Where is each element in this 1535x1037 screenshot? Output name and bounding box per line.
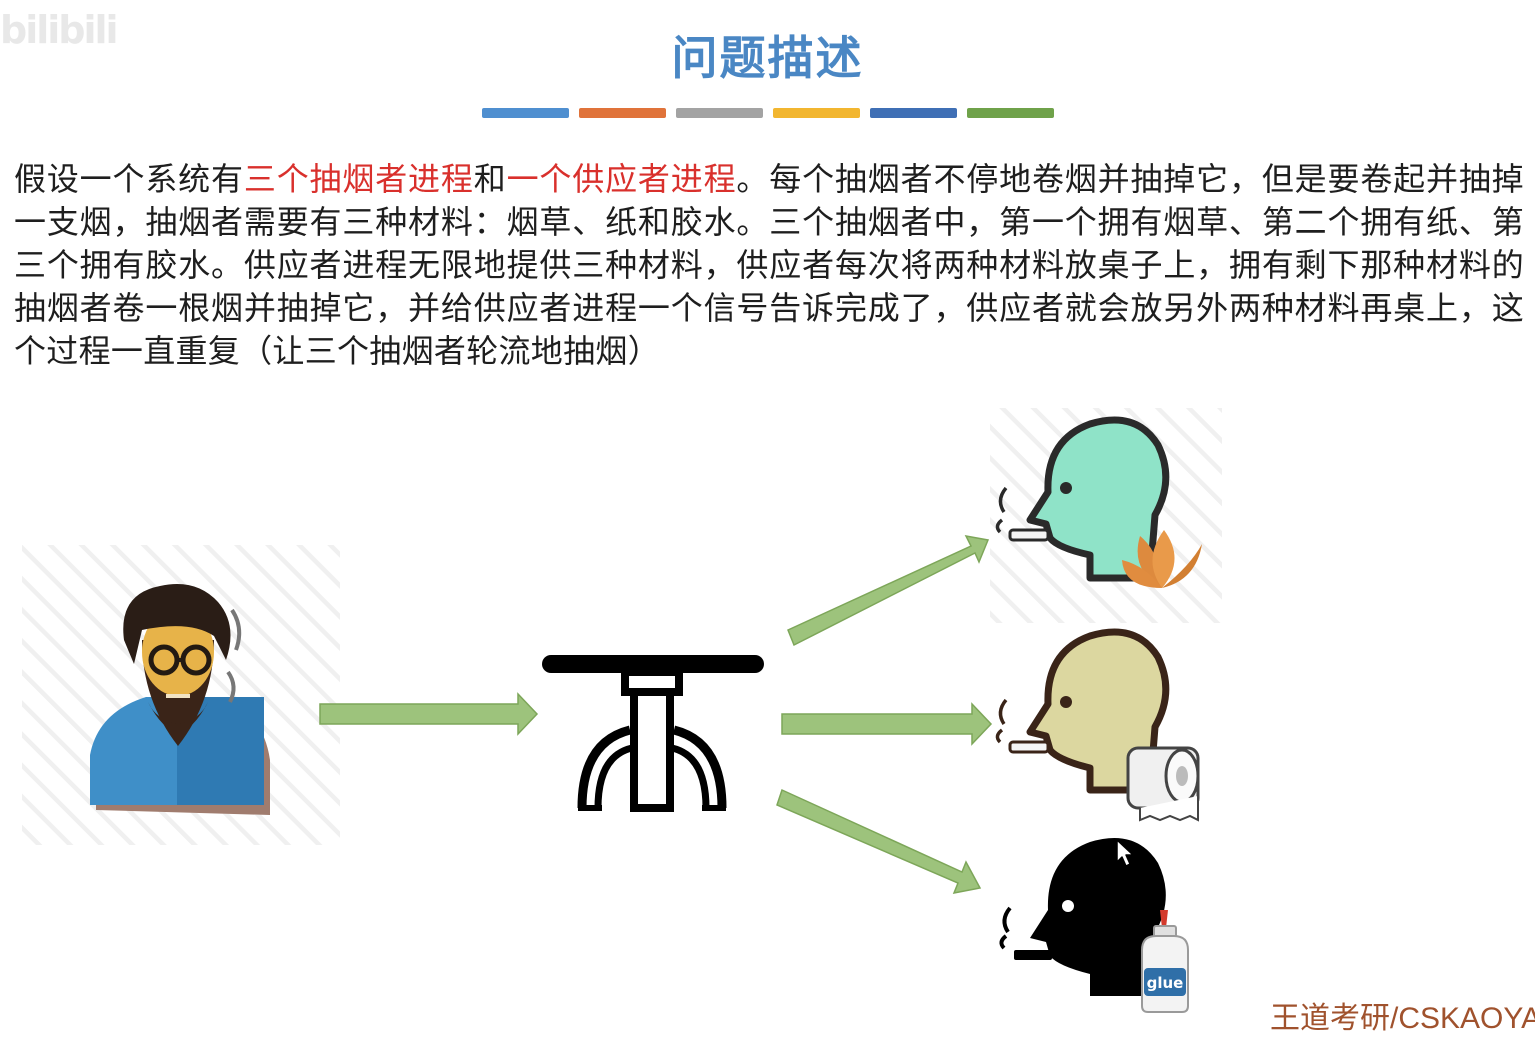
- glue-label: glue: [1147, 974, 1184, 992]
- smoker-glue-icon: [999, 838, 1189, 1013]
- smoker-tobacco-icon: [990, 408, 1222, 623]
- table-icon: [542, 655, 764, 812]
- para-text: 和: [473, 160, 507, 198]
- arrow-table-to-smoker-3: [776, 788, 982, 894]
- accent-bar: [482, 108, 569, 118]
- accent-bar: [967, 108, 1054, 118]
- arrow-supplier-to-table: [319, 692, 539, 736]
- problem-description: 假设一个系统有三个抽烟者进程和一个供应者进程。每个抽烟者不停地卷烟并抽掉它，但是…: [14, 158, 1524, 373]
- mouse-cursor-icon: [1116, 839, 1134, 867]
- watermark-logo: bilibili: [0, 8, 119, 52]
- page-title: 问题描述: [671, 31, 864, 85]
- para-highlight-smokers: 三个抽烟者进程: [243, 160, 474, 198]
- accent-bar: [579, 108, 666, 118]
- para-text: 假设一个系统有: [14, 160, 244, 198]
- smoker-paper-icon: [995, 628, 1200, 822]
- accent-bar: [676, 108, 763, 118]
- title-accent-bars: [482, 108, 1054, 118]
- para-text: 。每个抽烟者不停地卷烟并抽掉它，但是要卷起并抽掉一支烟，抽烟者需要有三种材料：烟…: [14, 160, 1524, 370]
- supplier-icon: [22, 545, 340, 845]
- accent-bar: [773, 108, 860, 118]
- accent-bar: [870, 108, 957, 118]
- credit-watermark: 王道考研/CSKAOYAN: [1270, 1002, 1535, 1035]
- para-highlight-supplier: 一个供应者进程: [506, 160, 737, 198]
- arrow-table-to-smoker-2: [781, 702, 993, 746]
- arrow-table-to-smoker-1: [787, 534, 990, 647]
